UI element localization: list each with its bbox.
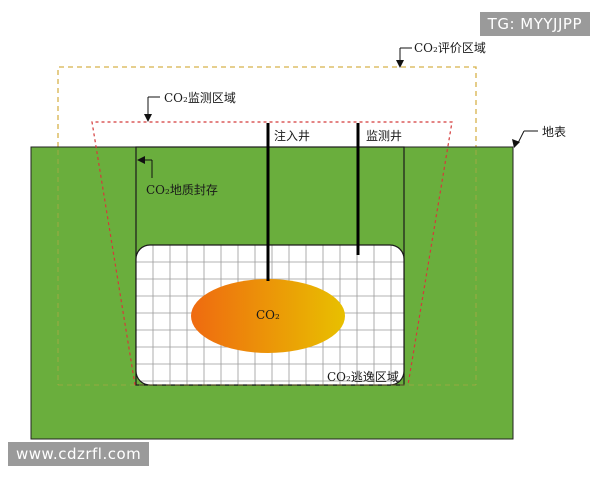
monitoring-area-label: CO₂监测区域: [164, 91, 236, 105]
injection-well-label: 注入井: [274, 129, 311, 143]
tg-watermark: TG: MYYJJPP: [479, 12, 590, 36]
evaluation-area-label: CO₂评价区域: [414, 41, 486, 55]
co2-plume: [191, 279, 345, 353]
geological-storage-label: CO₂地质封存: [146, 183, 218, 197]
monitoring-well-label: 监测井: [366, 129, 403, 143]
evaluation-area-outline: [57, 66, 477, 147]
surface-label: 地表: [542, 125, 567, 139]
monitoring-area-outline: [91, 121, 453, 386]
escape-area-label: CO₂逃逸区域: [327, 370, 399, 384]
plume-label: CO₂: [256, 308, 280, 322]
url-watermark: www.cdzrfl.com: [8, 442, 150, 466]
